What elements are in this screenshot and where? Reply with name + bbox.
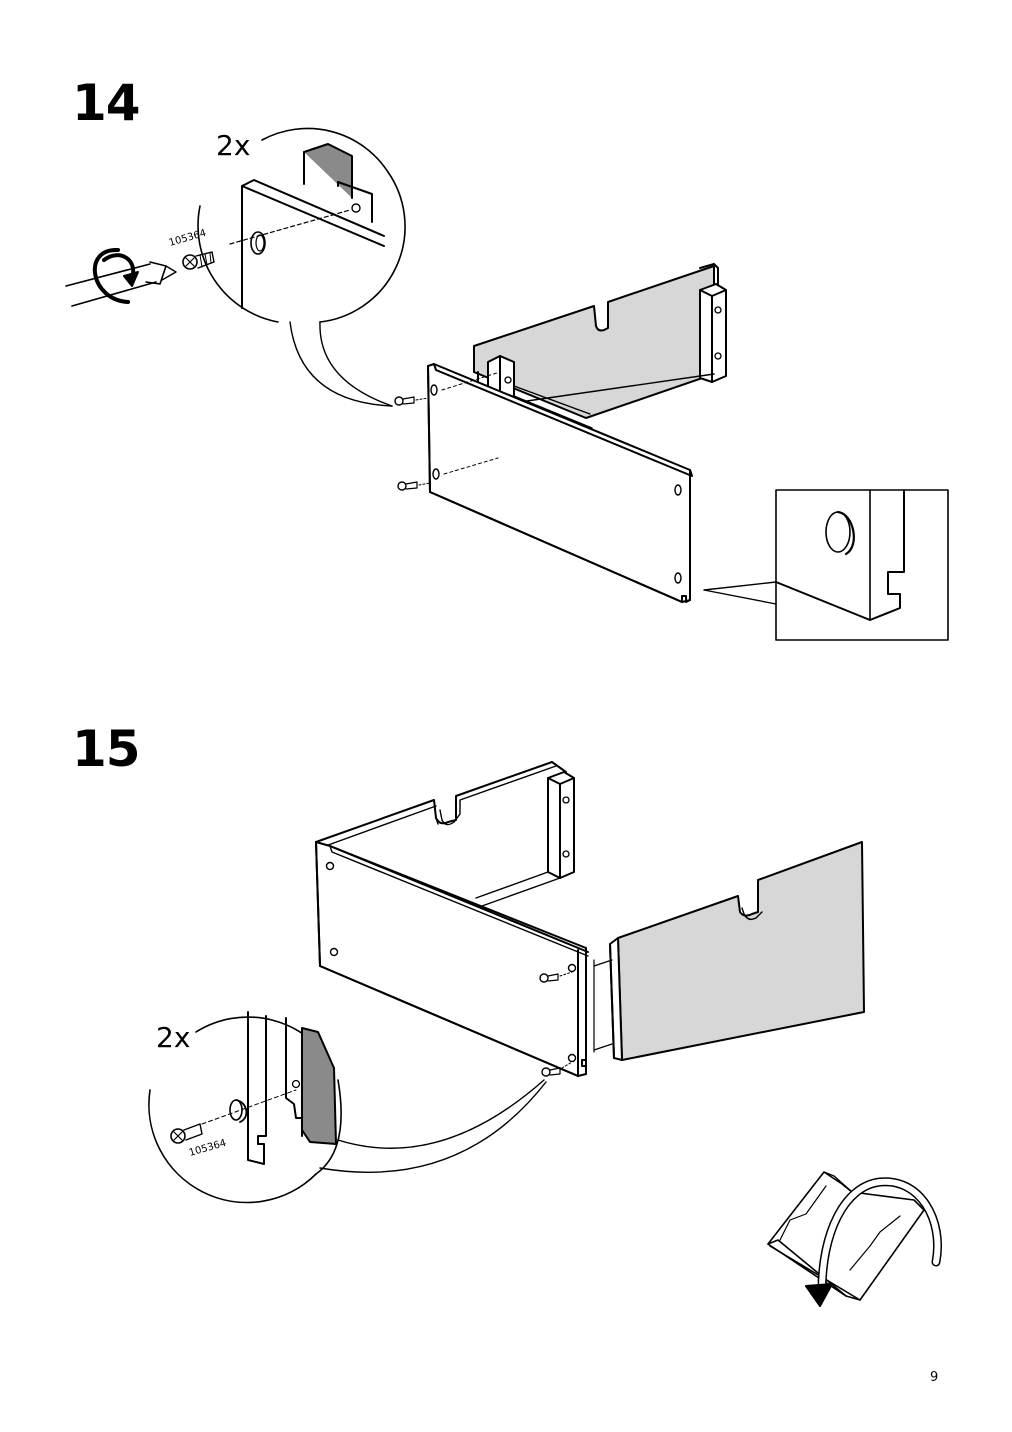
step15-quantity: 2x: [156, 1021, 191, 1054]
step-number-15: 15: [72, 720, 141, 778]
step14-quantity: 2x: [216, 129, 251, 162]
step14-screwdriver: [65, 247, 177, 307]
step15-flip-hint: [767, 1171, 942, 1307]
step14-screws-pair: [394, 396, 431, 491]
step14-detail-panel: [229, 143, 385, 309]
step15-screws-pair: [539, 971, 573, 1077]
step14-part-number: 105364: [168, 228, 208, 249]
step15-front-panel: [593, 841, 865, 1061]
step15-right-block: [547, 771, 575, 879]
step14-zoom-detail: [703, 489, 949, 641]
step14-front-panel: [427, 363, 693, 603]
step15-detail-callout: [148, 1011, 547, 1204]
page-number: 9: [930, 1370, 939, 1385]
step14-screw: [182, 251, 215, 270]
step15-side-panel: [315, 841, 589, 1077]
step14-right-block: [699, 283, 727, 383]
step14-detail-callout: [197, 127, 406, 407]
step15-back-panel: [315, 761, 567, 849]
step15-part-number: 105364: [188, 1138, 228, 1159]
step-number-14: 14: [72, 74, 141, 132]
